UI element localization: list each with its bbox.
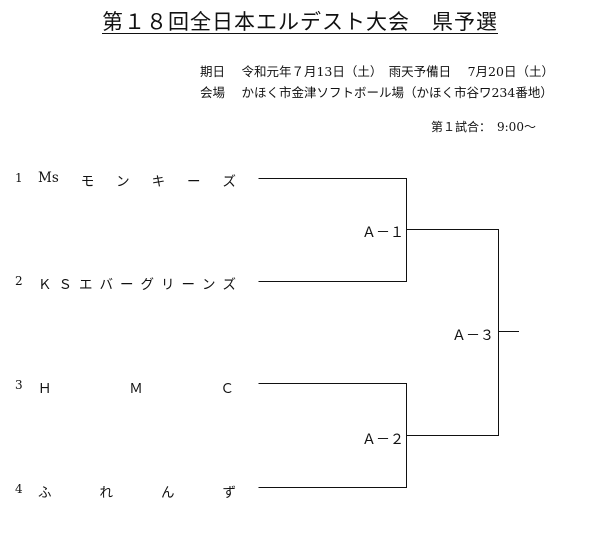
team-name-char: ズ [222, 277, 237, 293]
team-4-name: ふれんず [38, 481, 236, 501]
team-name-char: キ [151, 174, 166, 190]
tournament-title: 第１８回全日本エルデスト大会 県予選 [0, 6, 600, 36]
tournament-title-text: 第１８回全日本エルデスト大会 県予選 [102, 10, 498, 34]
team-name-char: Ｃ [220, 381, 235, 397]
team-name-char: ン [202, 277, 216, 293]
team-name-char: Ｈ [38, 381, 52, 397]
match-a3-label: Ａ－３ [452, 328, 494, 344]
match-a1-label: Ａ－１ [362, 225, 404, 241]
team-4-number: 4 [15, 482, 23, 496]
team-name-char: ー [187, 174, 201, 190]
team-name-char: グ [140, 277, 155, 293]
team-name-char: ふ [38, 485, 52, 501]
team-name-char: ー [181, 277, 196, 293]
event-date-line: 期日 令和元年７月13日（土） 雨天予備日 7月20日（土） [200, 64, 554, 79]
team-1-number: 1 [15, 171, 23, 185]
team-name-char: Ｓ [58, 277, 73, 293]
team-name-char: リ [161, 277, 175, 293]
team-name-char: ず [222, 485, 237, 501]
match-a2-label: Ａ－２ [362, 432, 404, 448]
team-name-char: れ [99, 485, 114, 501]
team-name-char: モ [80, 174, 95, 190]
team-1-name: Ms モ ン キ ー ズ [38, 170, 236, 190]
team-name-char: バ [99, 277, 114, 293]
first-match-time: 第１試合： 9:00～ [431, 120, 536, 134]
team-3-number: 3 [15, 378, 23, 392]
event-venue-line: 会場 かほく市金津ソフトボール場（かほく市谷ワ234番地） [200, 85, 553, 100]
bracket-line-a1-a2 [406, 229, 499, 436]
team-name-char: Ms [38, 170, 59, 186]
team-name-char: エ [79, 277, 93, 293]
team-name-char: ズ [222, 174, 236, 190]
team-name-char: Ｍ [129, 381, 143, 397]
team-2-number: 2 [15, 274, 23, 288]
team-name-char: ー [120, 277, 134, 293]
team-name-char: ん [161, 485, 175, 501]
team-name-char: ン [116, 174, 130, 190]
team-name-char: Ｋ [38, 277, 52, 293]
